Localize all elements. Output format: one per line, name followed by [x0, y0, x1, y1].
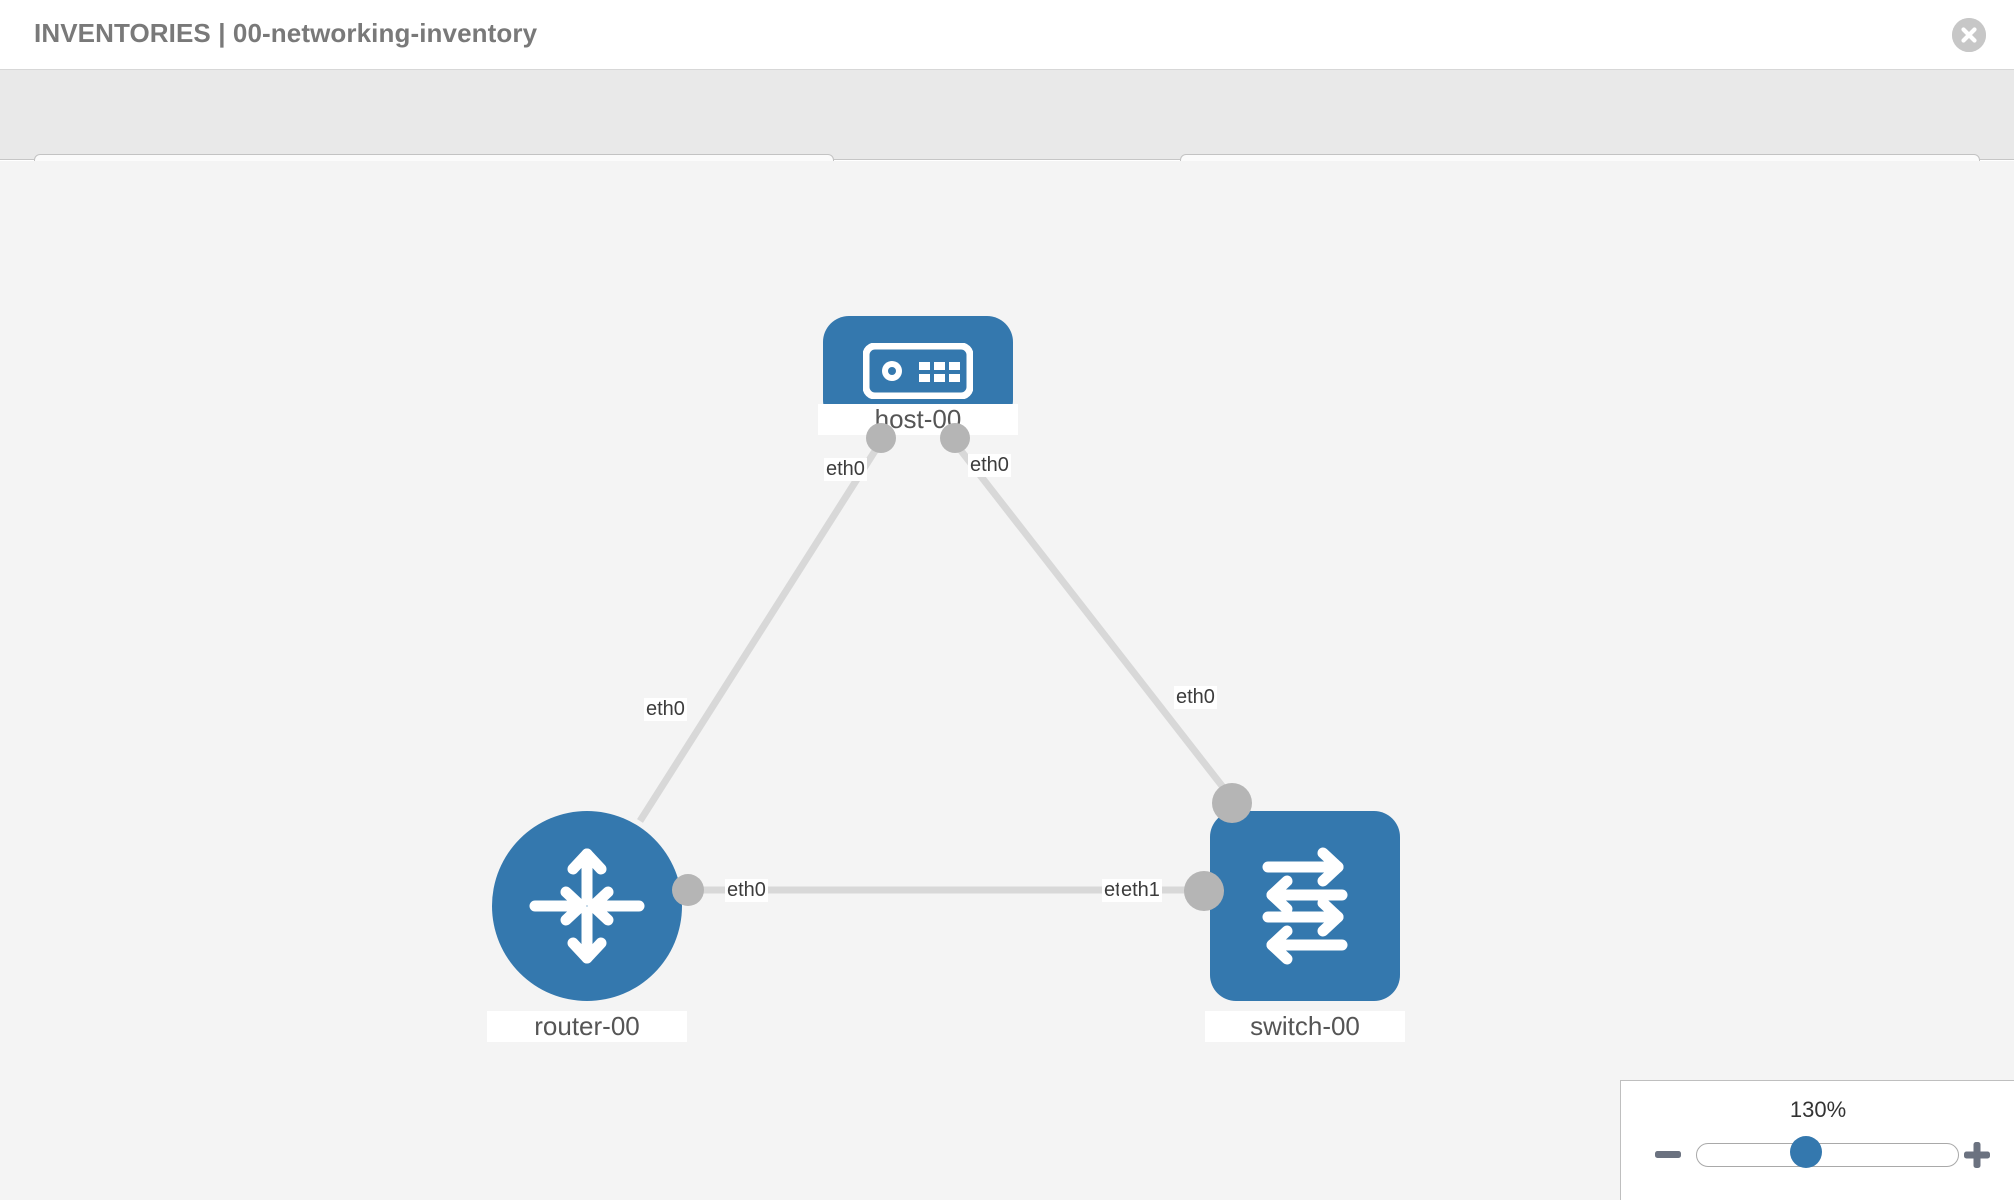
- iface-label-host-left[interactable]: eth0: [824, 458, 867, 481]
- zoom-level-value: 130%: [1789, 1097, 1847, 1122]
- iface-label-switch-up[interactable]: eth0: [1174, 686, 1217, 709]
- edge-host-router: [637, 441, 883, 823]
- switch-arrows-icon: [1262, 847, 1348, 965]
- iface-label-router-right[interactable]: eth0: [725, 879, 768, 902]
- node-label-switch-00: switch-00: [1205, 1011, 1405, 1042]
- zoom-in-button[interactable]: [1961, 1139, 1993, 1176]
- node-router-00[interactable]: router-00: [487, 811, 687, 1061]
- switch-node-shape: [1210, 811, 1400, 1001]
- connector-host-right[interactable]: [940, 423, 970, 453]
- iface-label-host-right[interactable]: eth0: [968, 454, 1011, 477]
- zoom-slider-row: [1621, 1135, 2014, 1175]
- topology-canvas[interactable]: host-00: [0, 161, 2014, 1200]
- connector-switch-top[interactable]: [1212, 783, 1252, 823]
- zoom-slider-track[interactable]: [1696, 1143, 1959, 1167]
- zoom-out-button[interactable]: [1653, 1139, 1683, 1176]
- connector-router-right[interactable]: [672, 874, 704, 906]
- close-icon[interactable]: [1952, 18, 1986, 52]
- page-header: INVENTORIES | 00-networking-inventory: [0, 0, 2014, 70]
- connector-switch-left[interactable]: [1184, 871, 1224, 911]
- node-label-host-00: host-00: [818, 404, 1018, 435]
- router-arrows-icon: [529, 848, 645, 964]
- iface-label-router-up[interactable]: eth0: [644, 698, 687, 721]
- iface-label-switch-left-b[interactable]: eth1: [1119, 879, 1162, 902]
- toolbar: ACTIONS SEARCH: [0, 70, 2014, 206]
- node-switch-00[interactable]: switch-00: [1205, 811, 1405, 1061]
- zoom-control-panel: 130%: [1620, 1080, 2014, 1200]
- node-label-router-00: router-00: [487, 1011, 687, 1042]
- node-host-00[interactable]: host-00: [818, 316, 1018, 456]
- edge-host-switch: [952, 440, 1243, 812]
- router-node-shape: [492, 811, 682, 1001]
- server-icon: [863, 343, 973, 399]
- connector-host-left[interactable]: [866, 423, 896, 453]
- zoom-slider-thumb[interactable]: [1790, 1136, 1822, 1168]
- page-title: INVENTORIES | 00-networking-inventory: [34, 18, 538, 48]
